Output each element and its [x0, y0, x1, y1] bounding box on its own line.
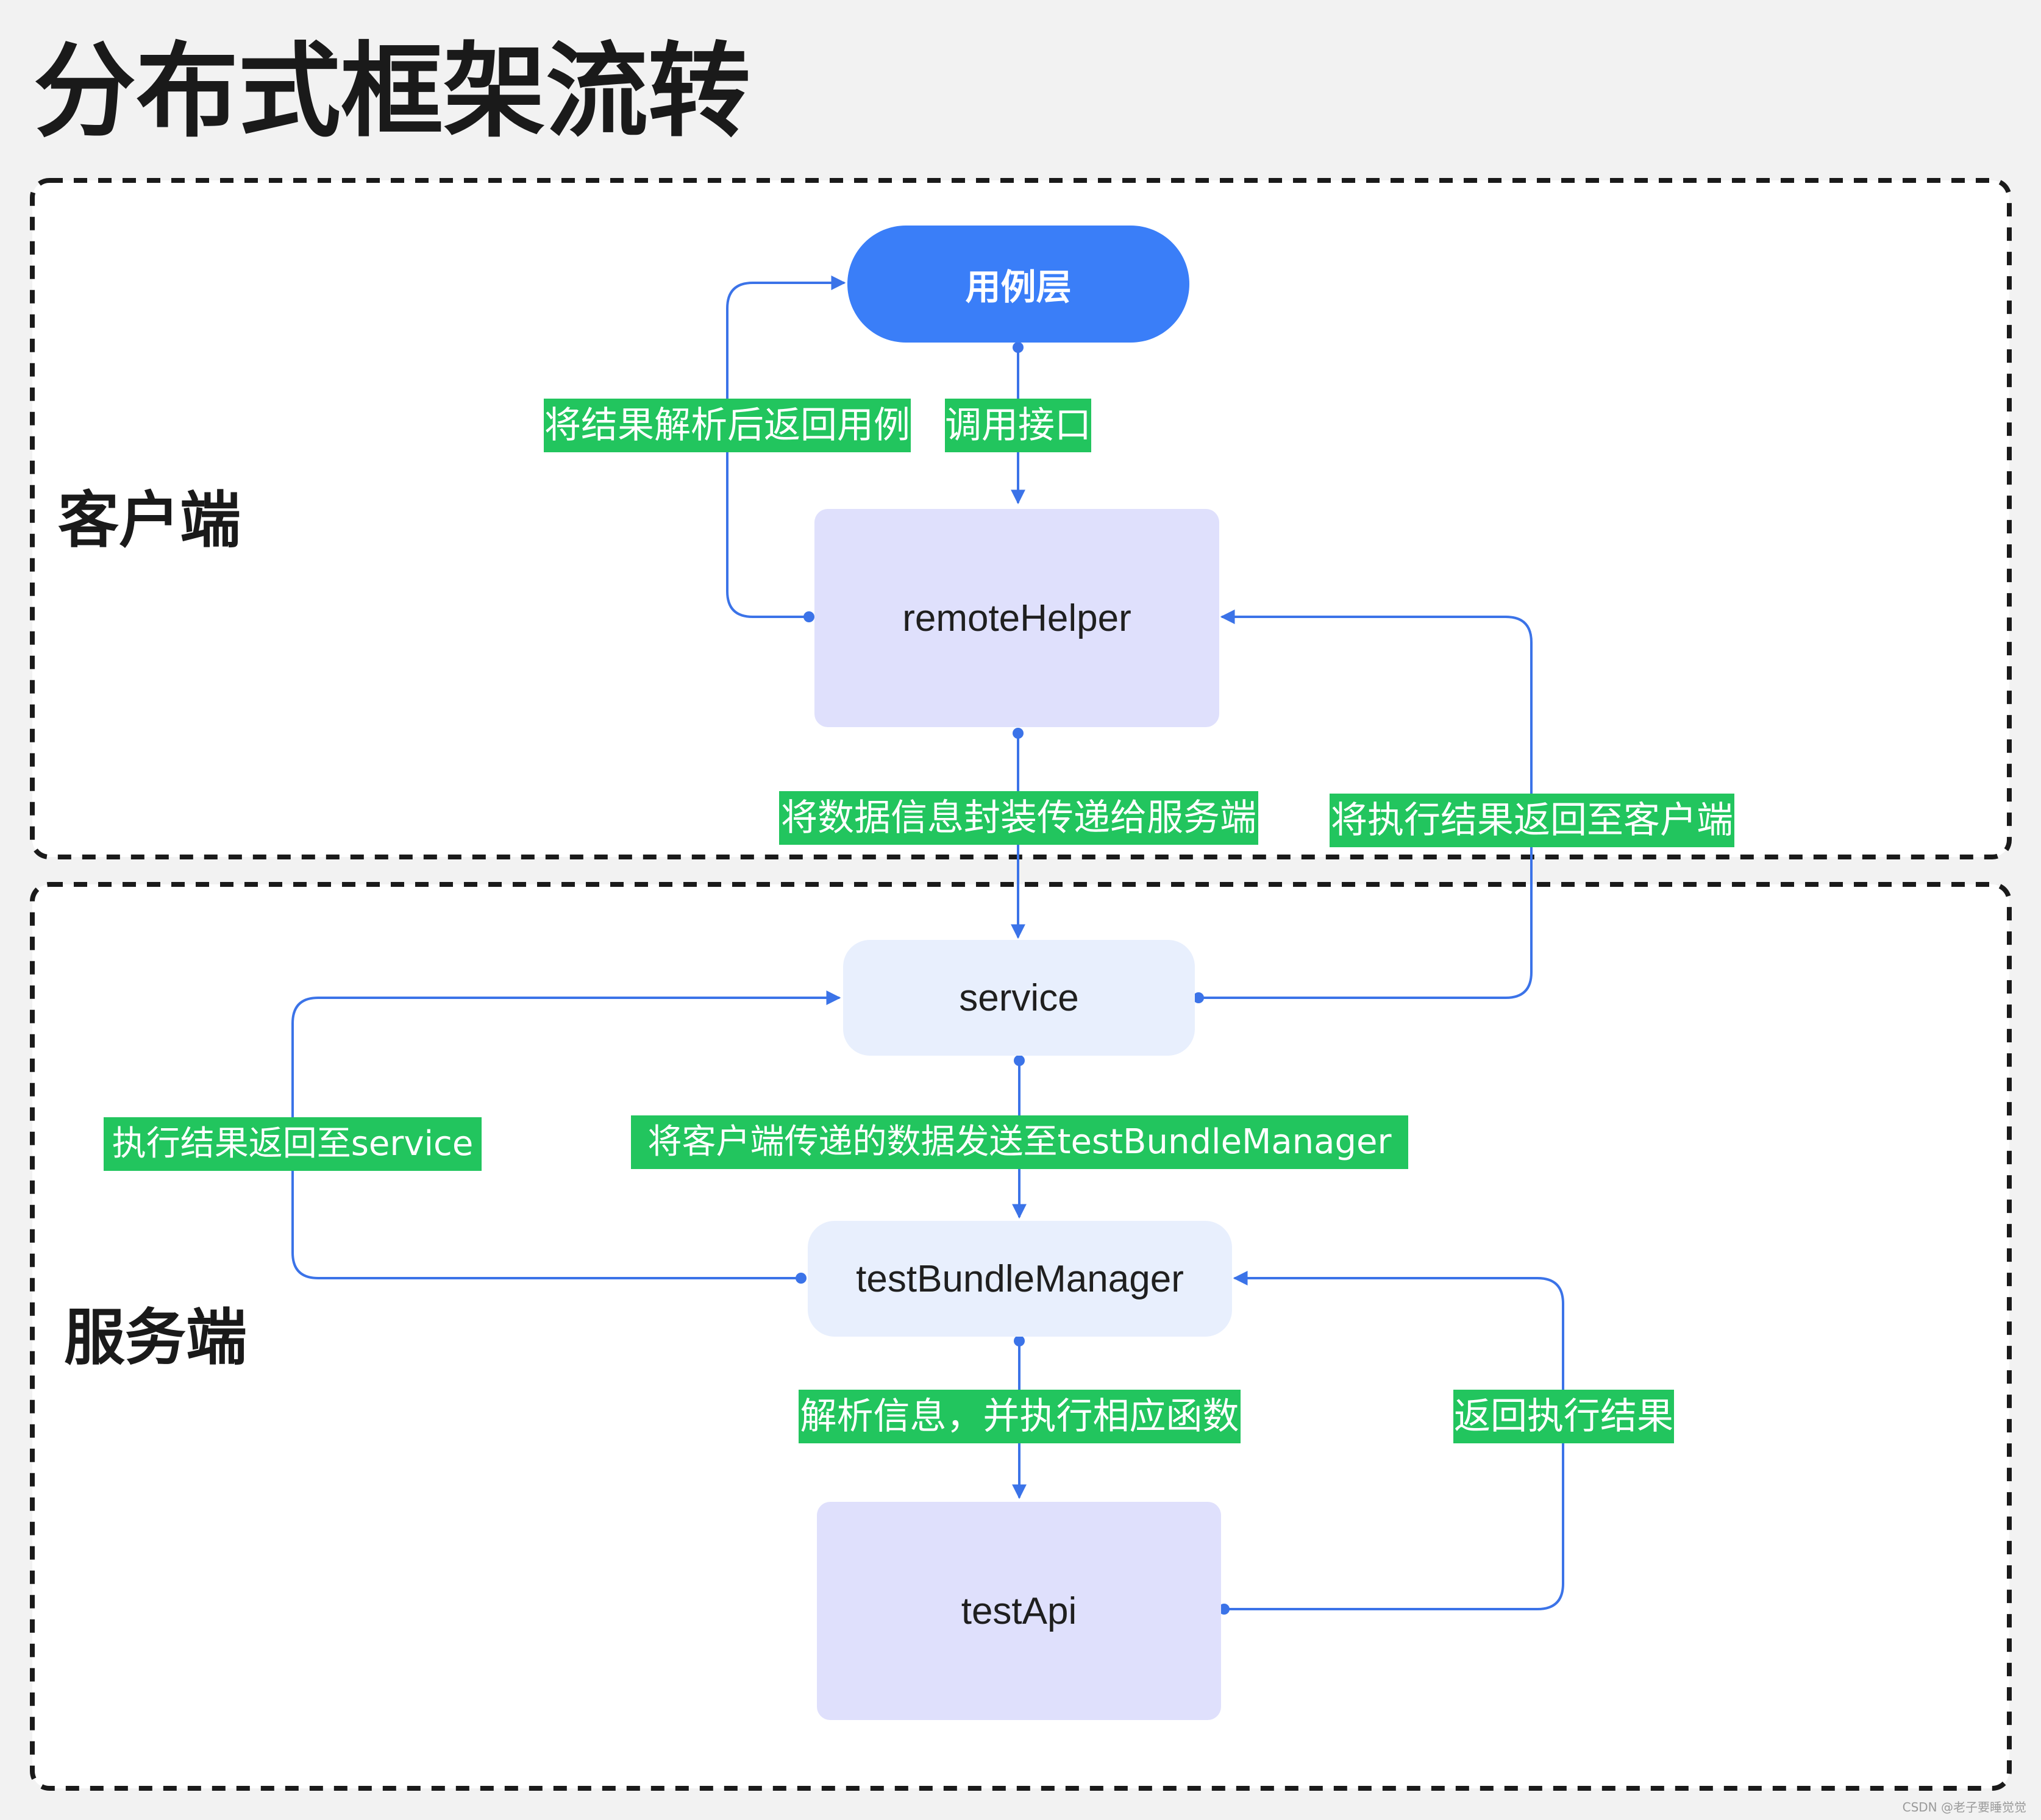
connector-dot	[796, 1273, 807, 1284]
remote-helper-node[interactable]: remoteHelper	[814, 509, 1219, 727]
edge-label-return-to-service: 执行结果返回至service	[104, 1117, 482, 1171]
test-api-node[interactable]: testApi	[817, 1502, 1221, 1720]
edge-label-parse-return-use-case: 将结果解析后返回用例	[544, 399, 911, 452]
edge-label-return-to-client: 将执行结果返回至客户端	[1330, 794, 1734, 847]
connector-dot	[1014, 1055, 1025, 1066]
edge-label-return-result: 返回执行结果	[1453, 1390, 1674, 1443]
connector-dot	[803, 611, 814, 622]
edge-label-package-to-server: 将数据信息封装传递给服务端	[779, 791, 1258, 845]
edge-return-result	[1224, 1271, 1564, 1610]
connector-dot	[1013, 728, 1024, 739]
connector-dot	[1193, 992, 1204, 1003]
page-title: 分布式框架流转	[34, 32, 750, 151]
edge-label-send-to-manager: 将客户端传递的数据发送至testBundleManager	[631, 1115, 1408, 1169]
test-bundle-manager-node[interactable]: testBundleManager	[808, 1221, 1232, 1337]
service-node[interactable]: service	[843, 940, 1195, 1056]
use-case-layer-node[interactable]: 用例层	[847, 226, 1189, 343]
edge-label-parse-and-execute: 解析信息，并执行相应函数	[799, 1390, 1241, 1443]
watermark-text: CSDN @老子要睡觉觉	[1902, 1800, 2026, 1815]
connector-dot	[1219, 1604, 1230, 1615]
edge-label-call-interface: 调用接口	[945, 399, 1091, 452]
connector-dot	[1013, 342, 1024, 353]
client-group-label: 客户端	[58, 485, 241, 556]
server-group-label: 服务端	[64, 1302, 247, 1373]
connector-dot	[1014, 1335, 1025, 1346]
